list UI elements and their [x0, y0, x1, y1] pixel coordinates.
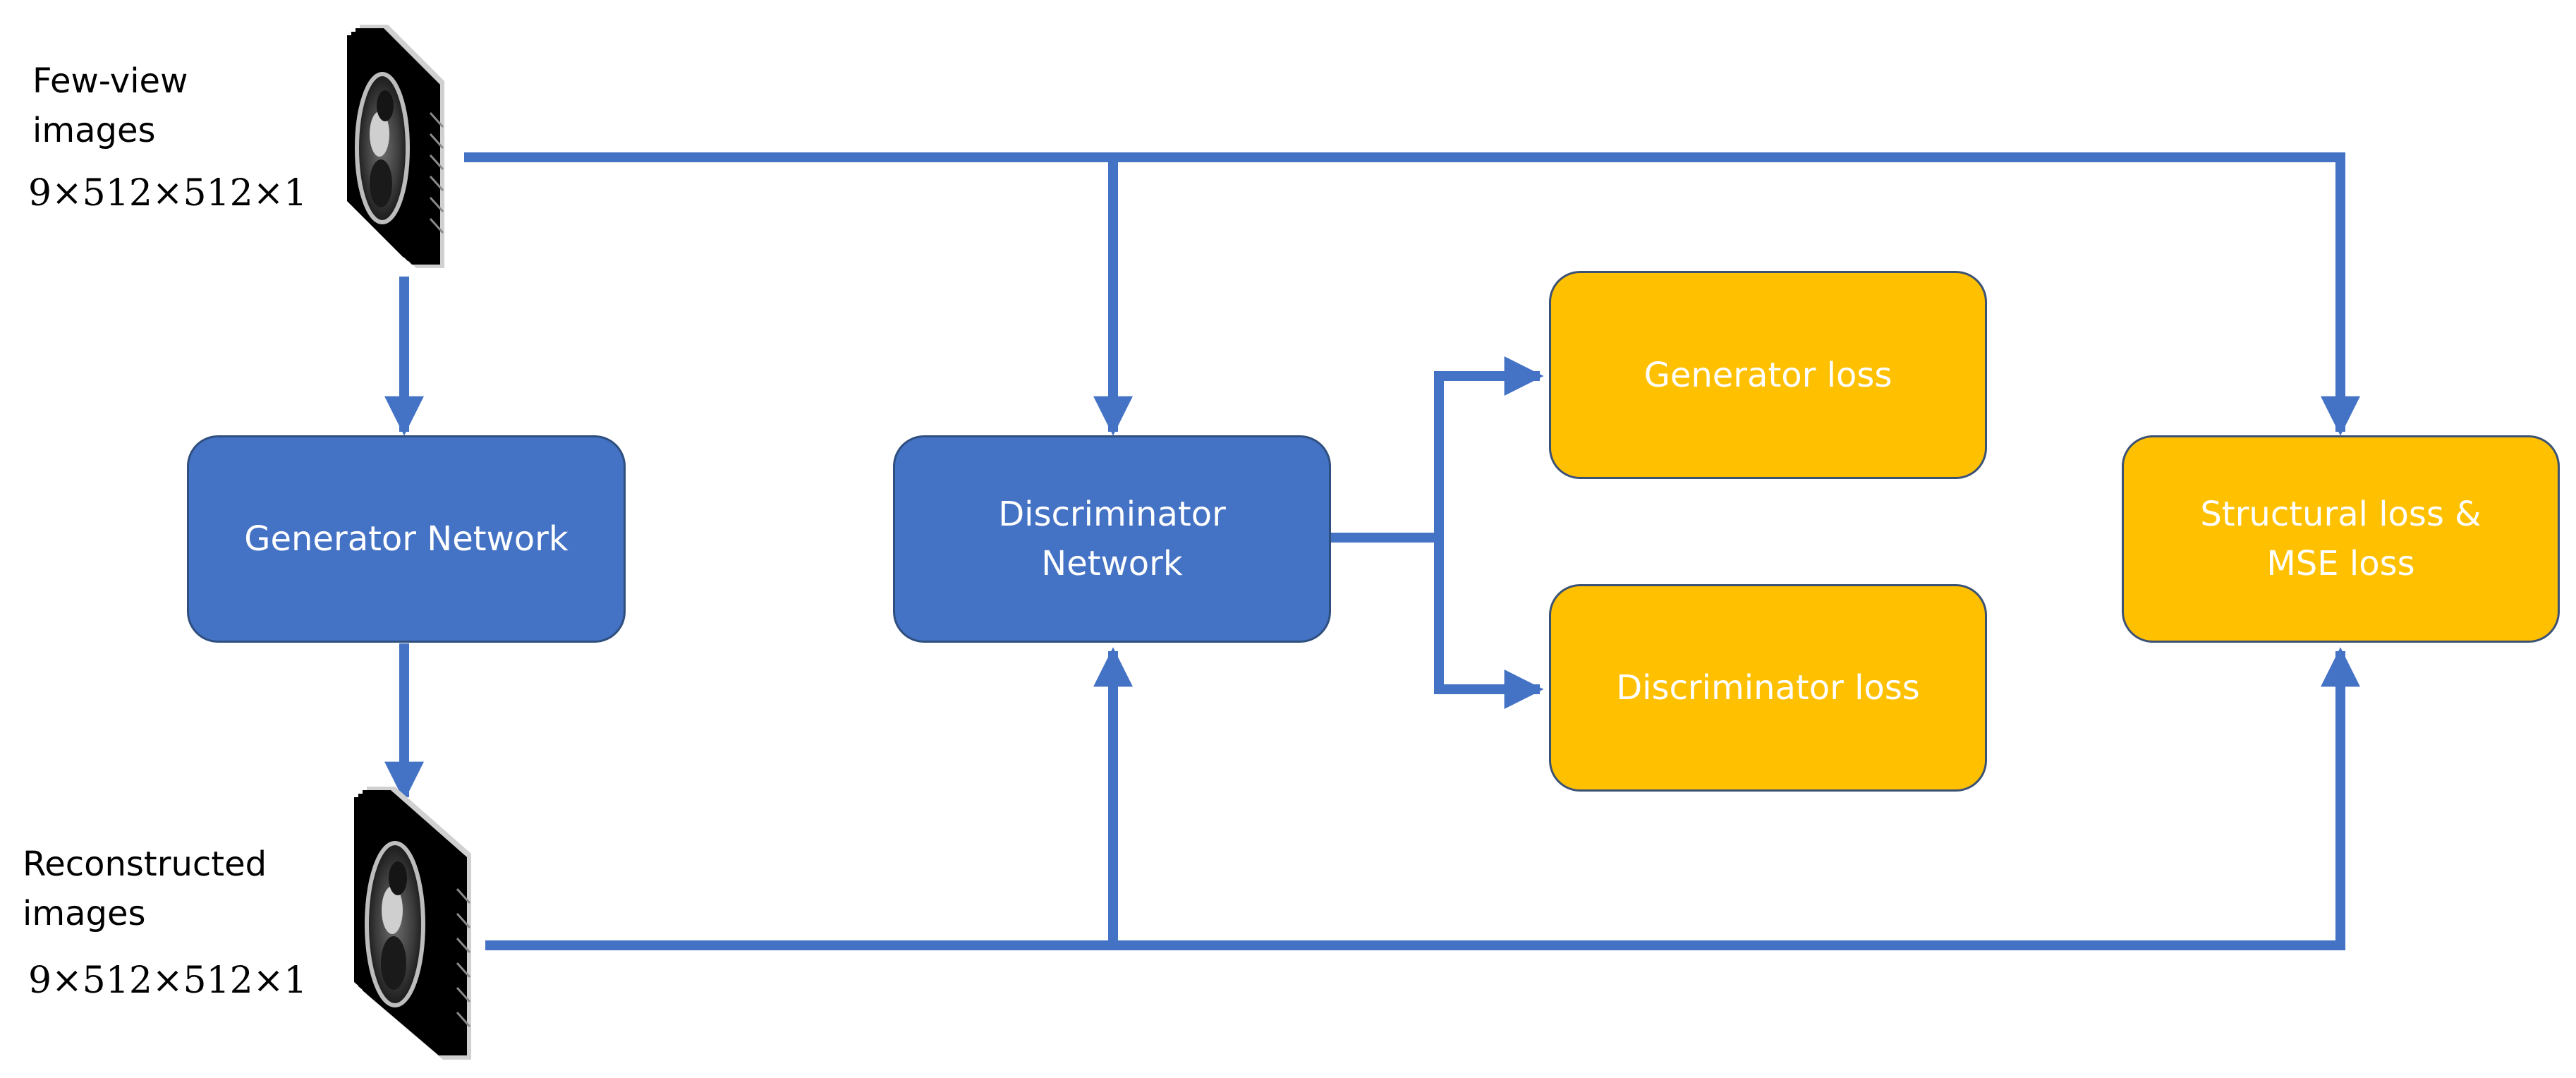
discriminator-network-box: Discriminator Network — [893, 435, 1331, 643]
reconstructed-images-label: Reconstructed images — [23, 844, 267, 933]
reconstructed-stack-slices — [354, 787, 471, 1060]
branch-to-generator-loss-arrow — [1434, 356, 1544, 543]
ct-slice-stack-icon — [354, 787, 471, 1060]
discriminator-loss-label: Discriminator loss — [1616, 668, 1920, 708]
structural-mse-loss-label: Structural loss & MSE loss — [2200, 495, 2481, 583]
generator-loss-label: Generator loss — [1644, 355, 1892, 395]
reconstructed-dims-label: 9×512×512×1 — [28, 959, 308, 1002]
branch-to-discriminator-loss-arrow — [1434, 533, 1544, 709]
few-view-images-label: Few-view images — [32, 61, 188, 150]
discriminator-loss-box: Discriminator loss — [1549, 584, 1987, 792]
discriminator-network-label: Discriminator Network — [998, 495, 1226, 583]
few-view-stack-slices — [347, 25, 444, 268]
few-view-dims-label: 9×512×512×1 — [28, 172, 308, 214]
structural-mse-loss-box: Structural loss & MSE loss — [2122, 435, 2560, 643]
connector-lines — [384, 152, 2360, 950]
generator-network-box: Generator Network — [187, 435, 626, 643]
ct-slice-stack-icon — [347, 25, 444, 268]
generator-network-label: Generator Network — [244, 519, 569, 559]
generator-loss-box: Generator loss — [1549, 271, 1987, 479]
